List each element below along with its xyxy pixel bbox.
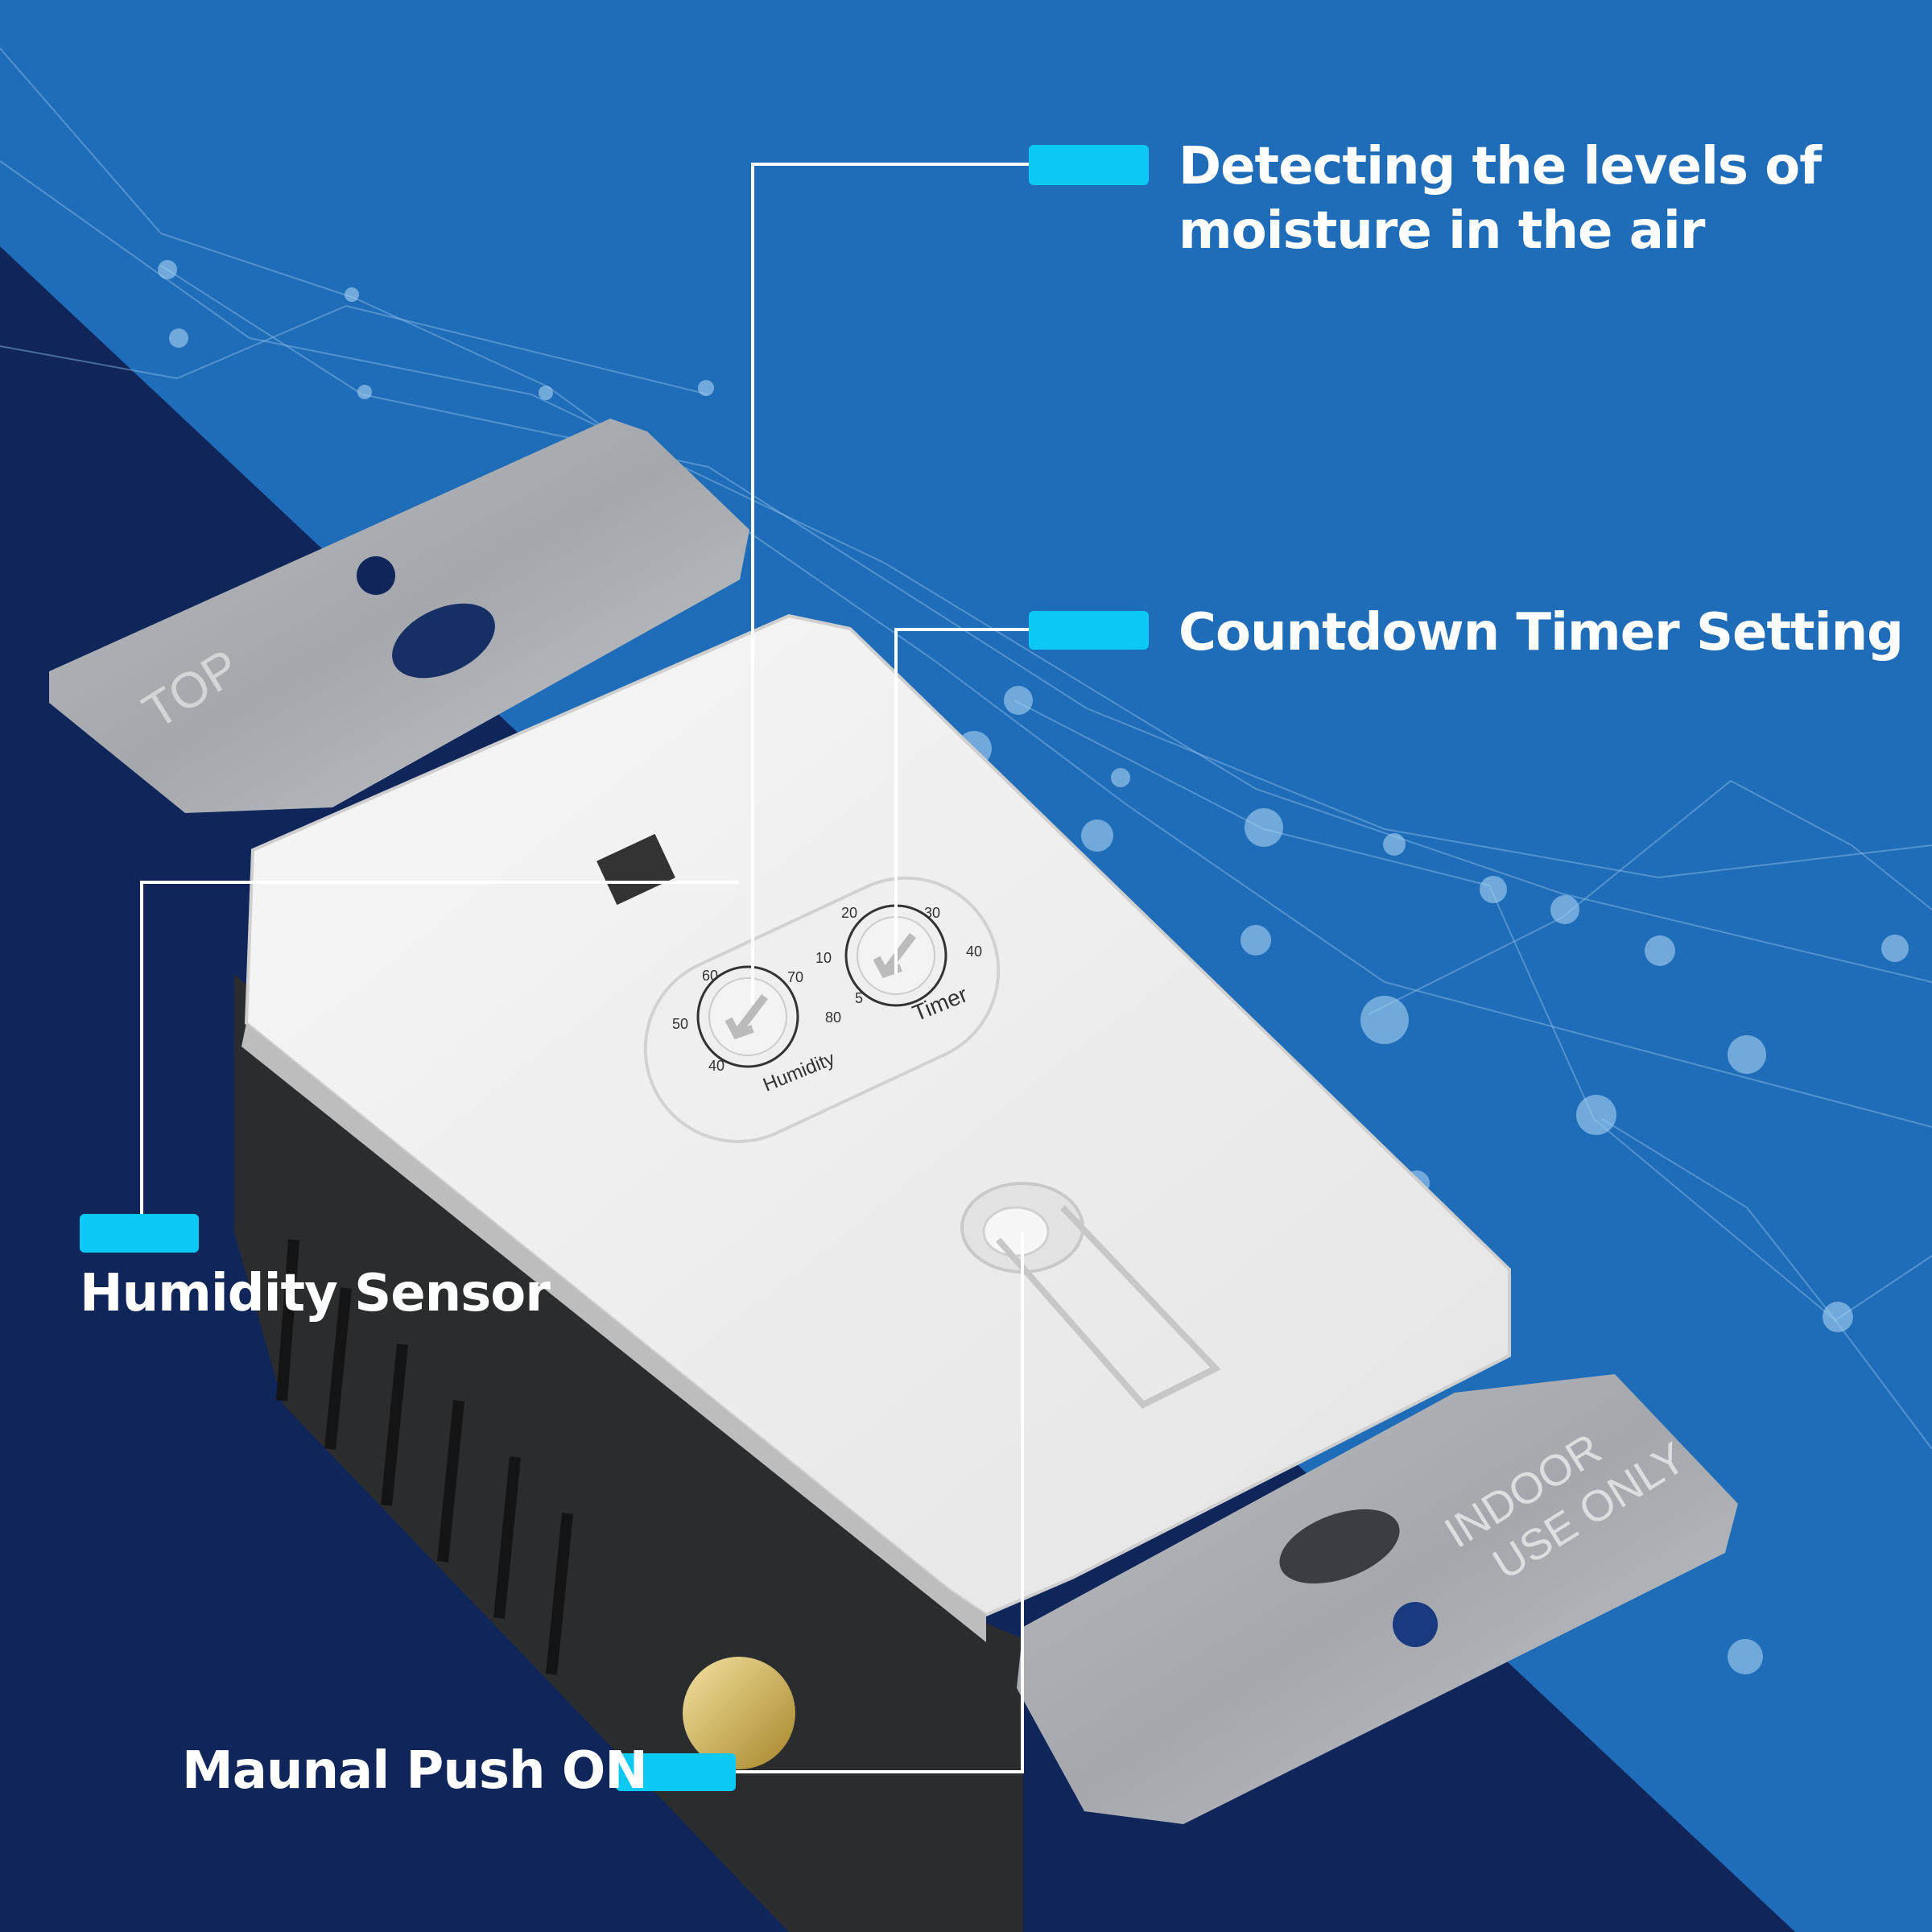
callout-moisture-line2: moisture in the air — [1179, 201, 1705, 261]
callout-sensor-text: Humidity Sensor — [80, 1264, 551, 1323]
strap-slot-bottom — [1279, 1509, 1400, 1584]
callout-moisture-text: Detecting the levels of moisture in the … — [1179, 134, 1822, 263]
timer-tick-30: 30 — [924, 905, 940, 921]
callout-line-moisture — [753, 163, 1029, 166]
callout-marker-push — [616, 1753, 736, 1791]
callout-line-push — [736, 1770, 1024, 1773]
callout-line-timer — [894, 628, 898, 974]
base-fins — [276, 1239, 573, 1675]
humidity-tick-70: 70 — [787, 969, 803, 985]
callout-timer-text: Countdown Timer Setting — [1179, 603, 1904, 663]
strap-hole-bottom — [1393, 1602, 1438, 1647]
humidity-sensor-element — [597, 833, 675, 906]
humidity-tick-50: 50 — [672, 1016, 688, 1032]
callout-line-push — [1021, 1232, 1024, 1773]
callout-moisture-line1: Detecting the levels of — [1179, 137, 1822, 196]
callout-marker-moisture — [1029, 145, 1149, 185]
manual-push-button[interactable] — [960, 1182, 1221, 1409]
humidity-tick-60: 60 — [702, 968, 718, 984]
callout-line-timer — [896, 628, 1029, 631]
terminal-screw — [683, 1657, 795, 1769]
humidity-tick-80: 80 — [825, 1009, 841, 1026]
body-side — [242, 1023, 986, 1642]
timer-tick-40: 40 — [966, 943, 982, 960]
timer-tick-20: 20 — [841, 905, 857, 921]
strap-hole — [357, 556, 395, 595]
callout-marker-sensor — [80, 1214, 199, 1253]
network-nodes — [158, 260, 1909, 1674]
bottom-mounting-strap — [1017, 1374, 1738, 1824]
timer-tick-5: 5 — [855, 990, 863, 1006]
callout-line-sensor — [140, 881, 143, 1214]
callout-marker-timer — [1029, 611, 1149, 650]
strap-slot — [392, 603, 495, 679]
top-mounting-strap — [49, 419, 749, 813]
humidity-tick-40: 40 — [708, 1058, 724, 1074]
callout-line-moisture — [751, 163, 754, 1005]
device-base — [234, 974, 1023, 1932]
humidity-dial[interactable] — [696, 965, 799, 1068]
callout-line-sensor — [140, 881, 739, 884]
callout-push-text: Maunal Push ON — [182, 1741, 648, 1801]
timer-tick-10: 10 — [815, 950, 832, 966]
